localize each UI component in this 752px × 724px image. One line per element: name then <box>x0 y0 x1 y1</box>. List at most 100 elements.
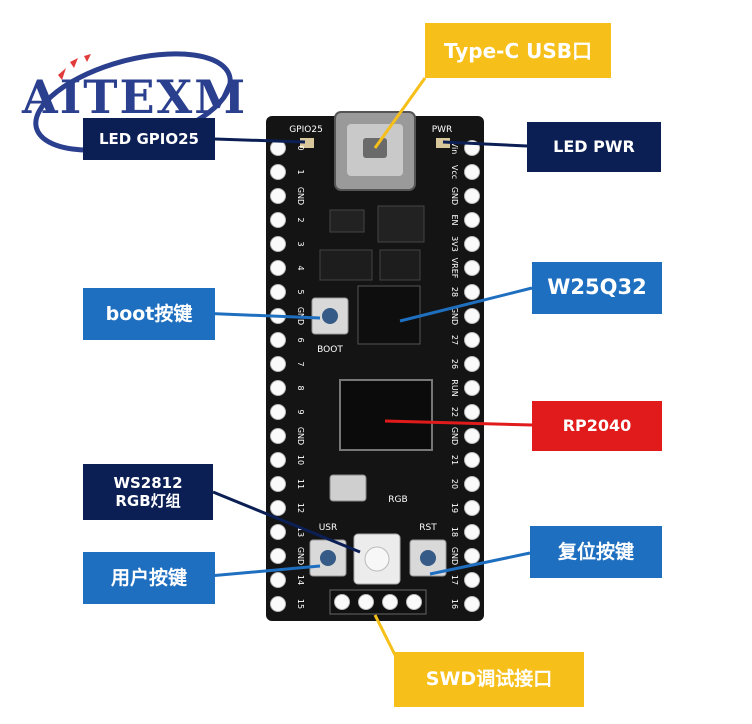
left-pin-hole <box>270 236 286 252</box>
left-pin-hole <box>270 380 286 396</box>
left-pin-label: 10 <box>296 455 305 465</box>
left-pin-hole <box>270 332 286 348</box>
left-pin-label: GND <box>296 427 305 445</box>
led-gpio25-label: LED GPIO25 <box>83 118 215 160</box>
left-pin-label: 11 <box>296 479 305 489</box>
left-pin-label: 4 <box>296 265 305 270</box>
right-pin-label: GND <box>450 307 459 325</box>
right-pin-hole <box>464 356 480 372</box>
right-pin-label: 16 <box>450 599 459 609</box>
right-pin-label: 19 <box>450 503 459 513</box>
swd-pin-hole <box>358 594 374 610</box>
left-pin-hole <box>270 356 286 372</box>
logo-text: AITEXM <box>22 70 248 124</box>
ws2812-label: WS2812 RGB灯组 <box>83 464 213 520</box>
right-pin-hole <box>464 188 480 204</box>
right-pin-hole <box>464 452 480 468</box>
right-pin-hole <box>464 404 480 420</box>
left-pin-hole <box>270 404 286 420</box>
right-pin-hole <box>464 212 480 228</box>
left-pin-hole <box>270 260 286 276</box>
right-pin-label: GND <box>450 427 459 445</box>
w25q32-chip <box>357 285 421 345</box>
w25q32-label: W25Q32 <box>532 262 662 314</box>
swd-pin-hole <box>406 594 422 610</box>
right-pin-label: 3V3 <box>450 236 459 252</box>
left-pin-label: 5 <box>296 289 305 294</box>
right-pin-label: 18 <box>450 527 459 537</box>
boot-key-label: boot按键 <box>83 288 215 340</box>
left-pin-label: 7 <box>296 361 305 366</box>
right-pin-label: EN <box>450 214 459 225</box>
pwr-silk: PWR <box>432 125 453 135</box>
right-pin-label: GND <box>450 187 459 205</box>
right-pin-label: 17 <box>450 575 459 585</box>
right-pin-hole <box>464 164 480 180</box>
left-pin-hole <box>270 548 286 564</box>
boot-silk: BOOT <box>317 345 343 355</box>
right-pin-label: Vcc <box>450 165 459 179</box>
left-pin-label: 0 <box>296 145 305 150</box>
right-pin-hole <box>464 428 480 444</box>
left-pin-hole <box>270 284 286 300</box>
crystal <box>329 474 367 502</box>
left-pin-label: 13 <box>296 527 305 537</box>
right-pin-label: 20 <box>450 479 459 489</box>
right-pin-label: 28 <box>450 287 459 297</box>
left-pin-label: 3 <box>296 241 305 246</box>
left-pin-label: 2 <box>296 217 305 222</box>
right-pin-label: Vin <box>450 142 459 155</box>
left-pin-hole <box>270 164 286 180</box>
left-pin-hole <box>270 476 286 492</box>
rgb-silk: RGB <box>388 495 407 505</box>
left-pin-hole <box>270 188 286 204</box>
left-pin-label: GND <box>296 187 305 205</box>
left-pin-hole <box>270 428 286 444</box>
right-pin-hole <box>464 308 480 324</box>
right-pin-label: 21 <box>450 455 459 465</box>
right-pin-label: VREF <box>450 258 459 279</box>
reset-key-label: 复位按键 <box>530 526 662 578</box>
rst-silk: RST <box>419 523 437 533</box>
right-pin-hole <box>464 572 480 588</box>
left-pin-label: 14 <box>296 575 305 585</box>
type-c-usb-label: Type-C USB口 <box>425 23 611 78</box>
pcb-board: GPIO25 PWR BOOT RGB USR RST 01GND2345GND… <box>266 111 484 621</box>
right-pin-label: 22 <box>450 407 459 417</box>
right-pin-hole <box>464 260 480 276</box>
left-pin-label: 15 <box>296 599 305 609</box>
swd-pin-hole <box>334 594 350 610</box>
rp2040-chip <box>339 379 433 451</box>
left-pin-hole <box>270 596 286 612</box>
right-pin-hole <box>464 548 480 564</box>
right-pin-label: GND <box>450 547 459 565</box>
right-pin-hole <box>464 332 480 348</box>
right-pin-label: 26 <box>450 359 459 369</box>
left-pin-hole <box>270 212 286 228</box>
swd-pin-hole <box>382 594 398 610</box>
usr-silk: USR <box>319 523 338 533</box>
right-pin-label: RUN <box>450 379 459 396</box>
right-pin-hole <box>464 236 480 252</box>
right-pin-hole <box>464 524 480 540</box>
left-pin-hole <box>270 500 286 516</box>
right-pin-hole <box>464 500 480 516</box>
left-pin-label: 8 <box>296 385 305 390</box>
right-pin-hole <box>464 596 480 612</box>
led-gpio25 <box>300 138 314 148</box>
right-pin-hole <box>464 380 480 396</box>
left-pin-hole <box>270 524 286 540</box>
left-pin-label: 9 <box>296 409 305 414</box>
left-pin-label: 12 <box>296 503 305 513</box>
left-pin-label: 1 <box>296 169 305 174</box>
right-pin-label: 27 <box>450 335 459 345</box>
right-pin-hole <box>464 284 480 300</box>
gpio25-silk: GPIO25 <box>289 125 323 135</box>
left-pin-hole <box>270 452 286 468</box>
left-pin-label: GND <box>296 547 305 565</box>
left-pin-label: 6 <box>296 337 305 342</box>
rp2040-label: RP2040 <box>532 401 662 451</box>
led-pwr-label: LED PWR <box>527 122 661 172</box>
